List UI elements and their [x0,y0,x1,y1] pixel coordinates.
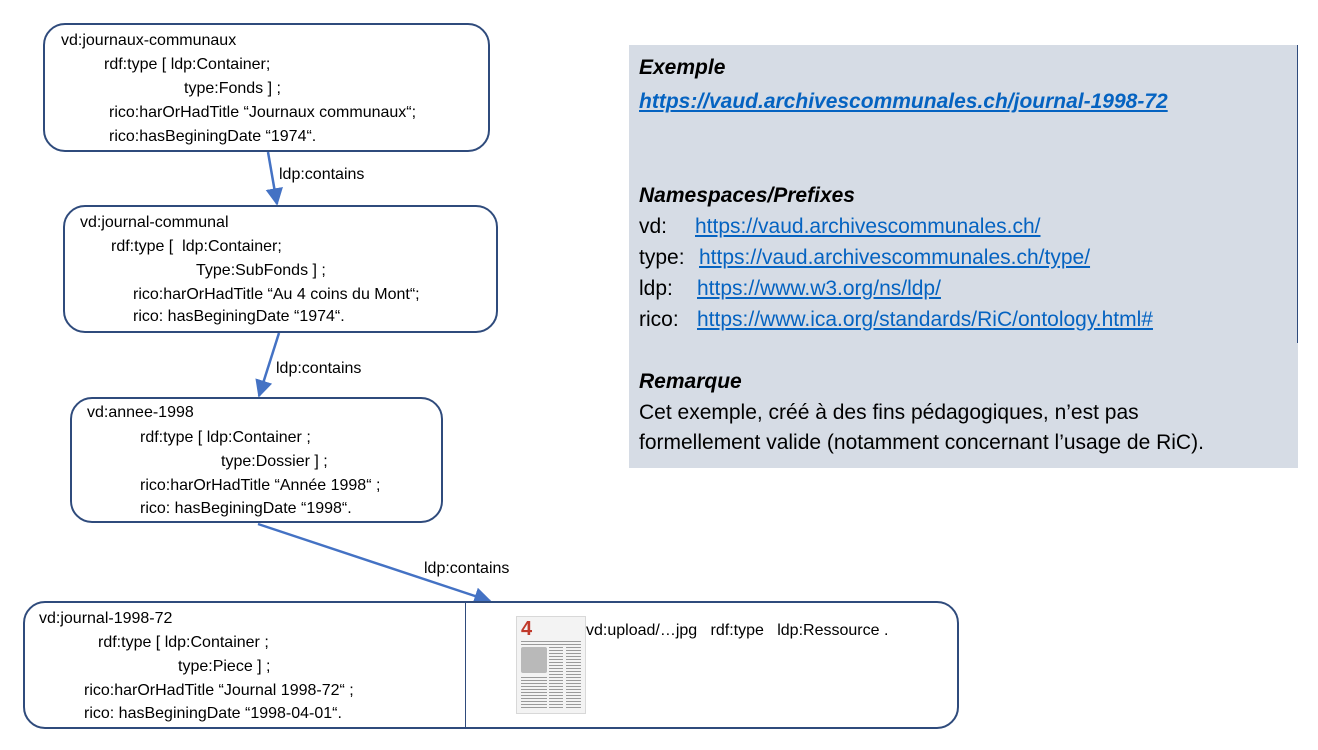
info-panel: Exemple https://vaud.archivescommunales.… [629,45,1298,468]
namespace-link-rico[interactable]: https://www.ica.org/standards/RiC/ontolo… [697,308,1153,331]
node-title-line: rico:harOrHadTitle “Année 1998“ ; [140,477,381,494]
namespace-prefix-vd: vd: [639,215,668,238]
journal-logo-mark: 4 [521,618,533,640]
node-title-line: rico:harOrHadTitle “Au 4 coins du Mont“; [133,286,420,303]
node-journal-communal: vd:journal-communal rdf:type [ ldp:Conta… [63,205,498,333]
node-type-value: Type:SubFonds ] ; [196,262,326,279]
node-annee-1998: vd:annee-1998 rdf:type [ ldp:Container ;… [70,397,443,523]
node-date-line: rico: hasBeginingDate “1998-04-01“. [84,705,342,722]
node-journaux-communaux: vd:journaux-communaux rdf:type [ ldp:Con… [43,23,490,152]
namespace-prefix-rico: rico: [639,308,679,331]
edge-label-3: ldp:contains [424,560,510,577]
example-heading: Exemple [639,56,726,79]
namespace-link-ldp[interactable]: https://www.w3.org/ns/ldp/ [697,277,941,300]
node-type-line: rdf:type [ ldp:Container ; [98,634,269,651]
edge-arrow-3 [257,522,492,605]
remark-line-1: Cet exemple, créé à des fins pédagogique… [639,401,1139,424]
node-subject: vd:journal-communal [80,214,229,231]
namespace-link-vd[interactable]: https://vaud.archivescommunales.ch/ [695,215,1041,238]
node-type-line: rdf:type [ ldp:Container; [104,56,271,73]
journal-page-thumbnail: 4 [516,616,586,714]
namespace-prefix-type: type: [639,246,685,269]
node-title-line: rico:harOrHadTitle “Journaux communaux“; [109,104,417,121]
namespaces-heading: Namespaces/Prefixes [639,184,855,207]
node-divider [465,603,466,727]
node-subject: vd:annee-1998 [87,404,194,421]
resource-triple: vd:upload/…jpg rdf:type ldp:Ressource . [586,622,889,639]
node-journal-1998-72: vd:journal-1998-72 rdf:type [ ldp:Contai… [23,601,959,729]
namespace-link-type[interactable]: https://vaud.archivescommunales.ch/type/ [699,246,1091,269]
node-date-line: rico:hasBeginingDate “1974“. [109,128,317,145]
node-type-line: rdf:type [ ldp:Container ; [140,429,311,446]
node-date-line: rico: hasBeginingDate “1974“. [133,308,345,325]
node-date-line: rico: hasBeginingDate “1998“. [140,500,352,517]
edge-arrow-2 [255,332,281,398]
node-type-value: type:Dossier ] ; [221,453,328,470]
example-link[interactable]: https://vaud.archivescommunales.ch/journ… [639,90,1168,113]
remark-line-2: formellement valide (notamment concernan… [639,431,1204,454]
edge-label-2: ldp:contains [276,360,362,377]
edge-label-1: ldp:contains [279,166,365,183]
node-type-line: rdf:type [ ldp:Container; [111,238,282,255]
node-subject: vd:journal-1998-72 [39,610,173,627]
node-type-value: type:Piece ] ; [178,658,271,675]
namespace-prefix-ldp: ldp: [639,277,673,300]
node-subject: vd:journaux-communaux [61,32,237,49]
edge-arrow-1 [265,151,283,206]
node-title-line: rico:harOrHadTitle “Journal 1998-72“ ; [84,682,354,699]
panel-right-rule [1297,45,1298,343]
node-type-value: type:Fonds ] ; [184,80,281,97]
remark-heading: Remarque [639,370,742,393]
